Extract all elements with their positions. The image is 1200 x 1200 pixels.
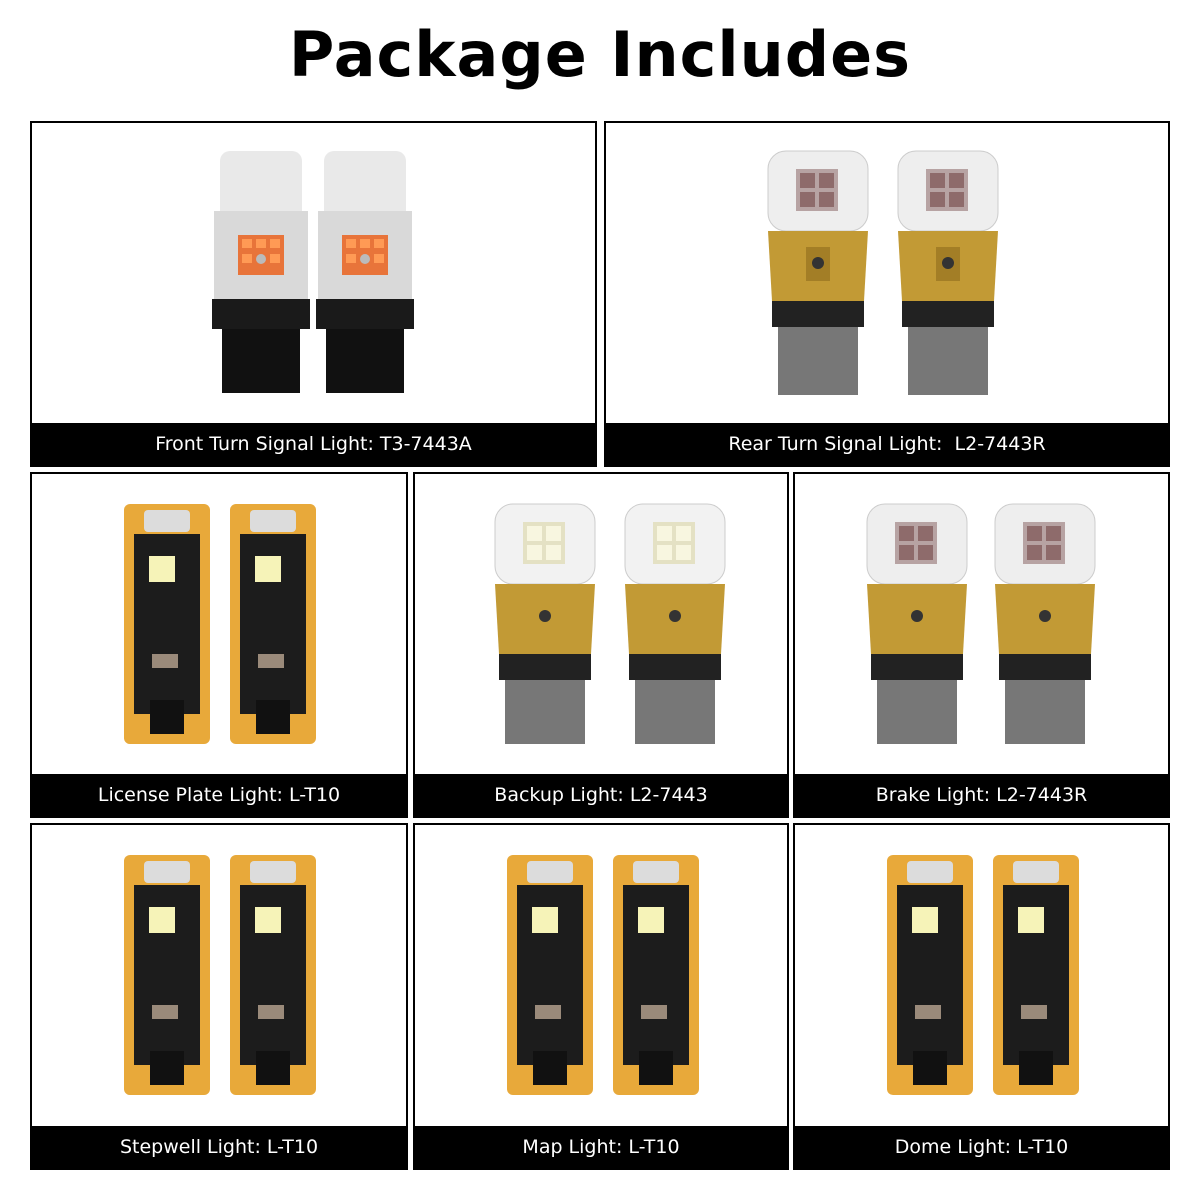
panel-caption: Dome Light: L-T10 bbox=[795, 1126, 1168, 1168]
panel-caption: License Plate Light: L-T10 bbox=[32, 774, 406, 816]
product-image bbox=[795, 474, 1168, 774]
product-image bbox=[795, 825, 1168, 1126]
panel-caption: Brake Light: L2-7443R bbox=[795, 774, 1168, 816]
panel-brake: Brake Light: L2-7443R bbox=[793, 472, 1170, 818]
panel-map: Map Light: L-T10 bbox=[413, 823, 789, 1170]
product-image bbox=[415, 474, 787, 774]
panel-caption: Front Turn Signal Light: T3-7443A bbox=[32, 423, 595, 465]
l2-7443r-bulb-icon bbox=[767, 150, 999, 395]
t3-7443a-bulb-icon bbox=[212, 151, 414, 393]
t10-bulb-icon bbox=[507, 855, 699, 1095]
panel-caption: Backup Light: L2-7443 bbox=[415, 774, 787, 816]
l2-7443r-bulb-icon bbox=[866, 503, 1096, 744]
t10-bulb-icon bbox=[124, 504, 316, 744]
product-image bbox=[32, 474, 406, 774]
panel-backup: Backup Light: L2-7443 bbox=[413, 472, 789, 818]
product-image bbox=[415, 825, 787, 1126]
product-image bbox=[32, 825, 406, 1126]
l2-7443-bulb-icon bbox=[494, 503, 726, 744]
panel-dome: Dome Light: L-T10 bbox=[793, 823, 1170, 1170]
panel-caption: Rear Turn Signal Light: L2-7443R bbox=[606, 423, 1168, 465]
panel-caption: Map Light: L-T10 bbox=[415, 1126, 787, 1168]
t10-bulb-icon bbox=[887, 855, 1079, 1095]
panel-license-plate: License Plate Light: L-T10 bbox=[30, 472, 408, 818]
panel-front-turn-signal: Front Turn Signal Light: T3-7443A bbox=[30, 121, 597, 467]
panel-stepwell: Stepwell Light: L-T10 bbox=[30, 823, 408, 1170]
product-image bbox=[606, 123, 1168, 423]
t10-bulb-icon bbox=[124, 855, 316, 1095]
panel-caption: Stepwell Light: L-T10 bbox=[32, 1126, 406, 1168]
panel-rear-turn-signal: Rear Turn Signal Light: L2-7443R bbox=[604, 121, 1170, 467]
product-image bbox=[32, 123, 595, 423]
page-title: Package Includes bbox=[288, 18, 912, 91]
